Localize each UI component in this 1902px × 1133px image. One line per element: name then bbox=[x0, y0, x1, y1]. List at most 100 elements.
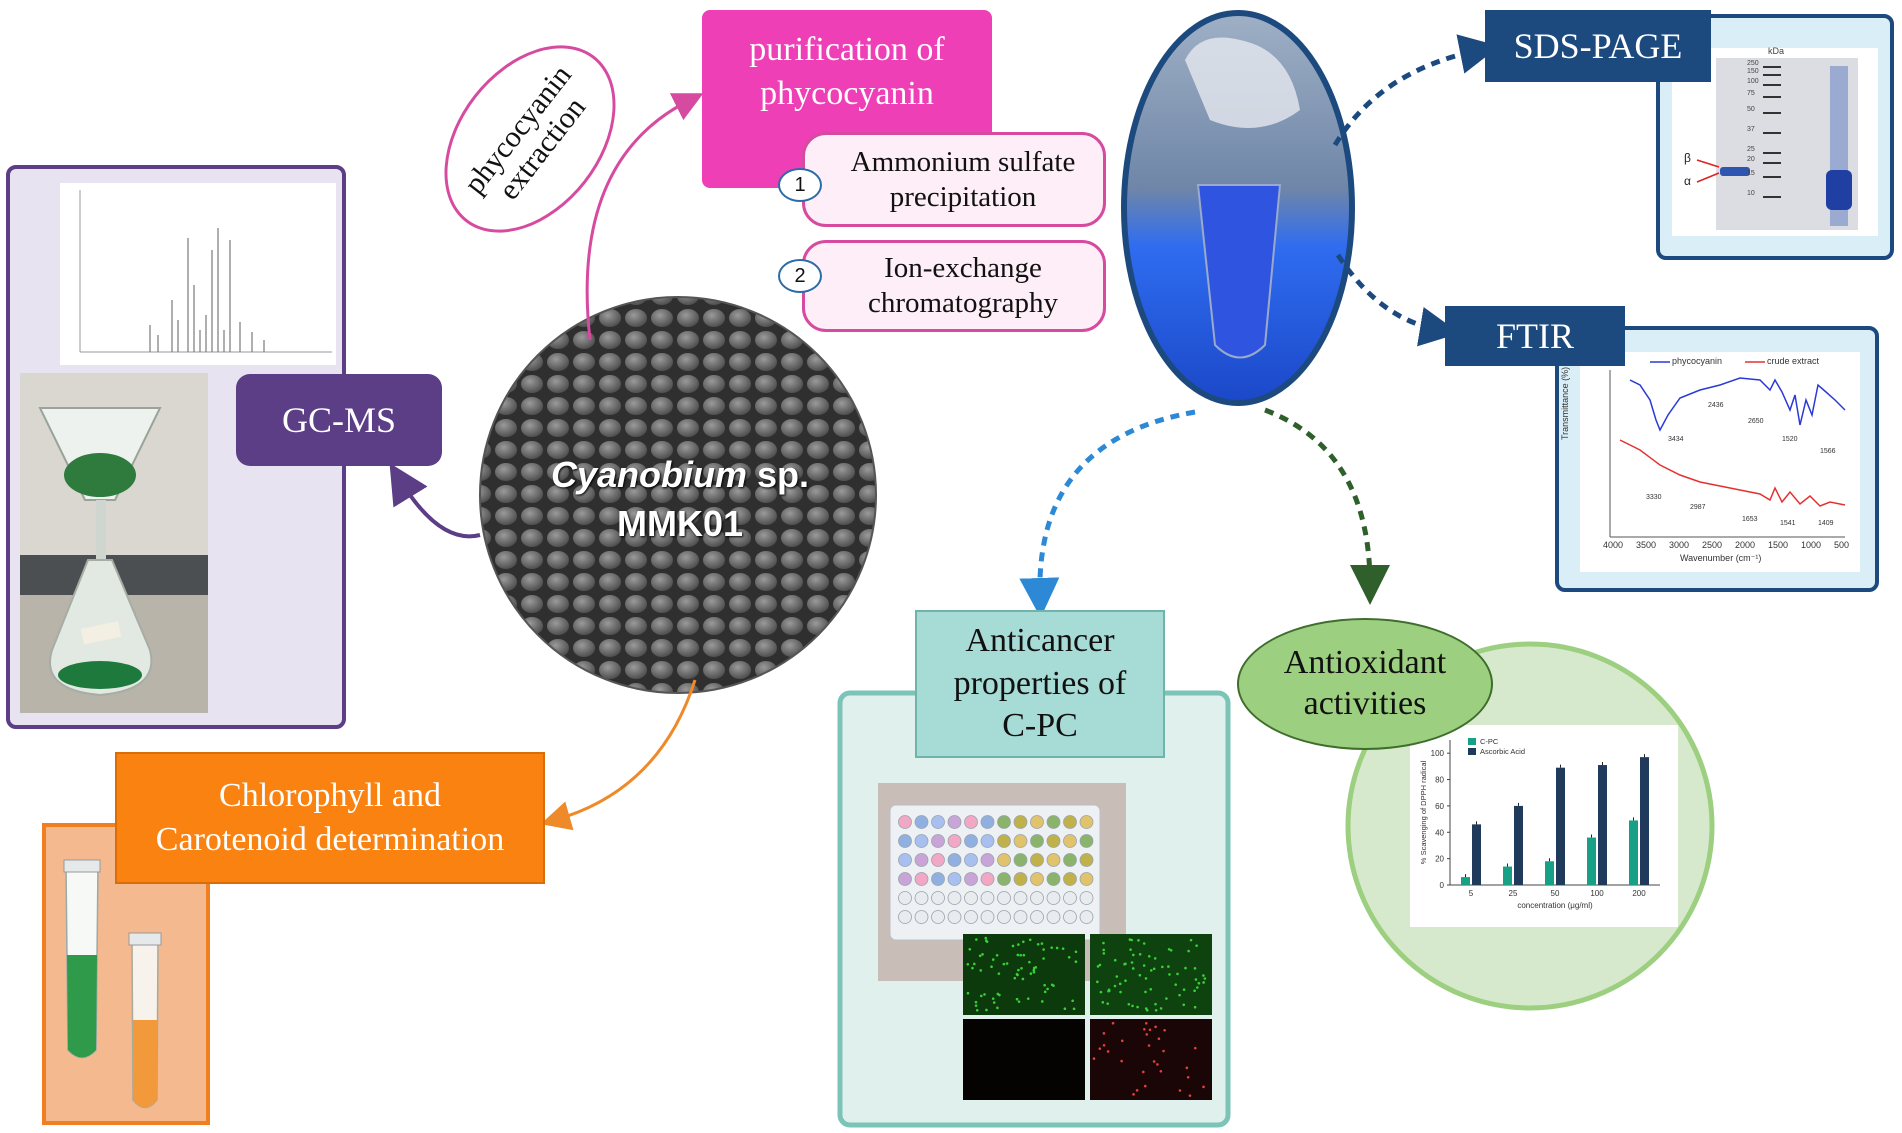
plate-well bbox=[1079, 910, 1094, 924]
step-1-box: Ammonium sulfate precipitation bbox=[802, 132, 1106, 227]
cell-dot bbox=[1135, 1089, 1139, 1092]
cell-dot bbox=[1130, 938, 1133, 942]
ftir-xtick: 2000 bbox=[1735, 540, 1756, 550]
cell-dot bbox=[1187, 949, 1190, 953]
cell-dot bbox=[1159, 1069, 1163, 1073]
plate-well bbox=[914, 872, 929, 886]
cell-dot bbox=[1028, 960, 1031, 964]
plate-well bbox=[947, 891, 962, 905]
x-tick-label: 100 bbox=[1590, 889, 1604, 898]
marker-lane bbox=[1763, 66, 1781, 198]
anticancer-label: Anticancer properties of C-PC bbox=[915, 610, 1165, 758]
plate-well bbox=[964, 815, 978, 829]
cell-dot bbox=[1154, 1008, 1158, 1012]
cell-dot bbox=[1143, 1084, 1147, 1088]
ftir-label: FTIR bbox=[1445, 306, 1625, 366]
sds-marker-50: 50 bbox=[1747, 106, 1755, 113]
cell-dot bbox=[1043, 983, 1046, 987]
plate-well bbox=[1079, 853, 1094, 867]
plate-well bbox=[898, 910, 912, 924]
sds-label: SDS-PAGE bbox=[1485, 10, 1711, 82]
purification-line1: purification of bbox=[749, 31, 945, 68]
cell-dot bbox=[1021, 977, 1025, 981]
x-tick-label: 5 bbox=[1469, 889, 1474, 898]
plate-well bbox=[1030, 815, 1044, 829]
chromatogram-peaks bbox=[149, 228, 265, 352]
x-tick-label: 200 bbox=[1632, 889, 1646, 898]
cell-dot bbox=[1196, 986, 1199, 989]
plate-well bbox=[1030, 891, 1044, 905]
cell-dot bbox=[1042, 948, 1045, 951]
cell-dot bbox=[1013, 976, 1017, 980]
cell-dot bbox=[978, 954, 982, 958]
plate-well bbox=[964, 834, 978, 848]
cell-dot bbox=[1184, 966, 1187, 970]
cell-dot bbox=[1162, 1049, 1165, 1053]
cell-dot bbox=[974, 1004, 978, 1007]
plate-well bbox=[980, 891, 995, 905]
arrow-to-ftir bbox=[1335, 253, 1460, 347]
pigment-line2: Carotenoid determination bbox=[155, 821, 505, 858]
plate-well bbox=[1013, 853, 1028, 867]
plate-well bbox=[931, 872, 945, 886]
sds-marker-20: 20 bbox=[1747, 156, 1755, 163]
cell-dot bbox=[1129, 948, 1132, 951]
center-organism-label: Cyanobium sp. MMK01 bbox=[520, 445, 840, 555]
plate-well bbox=[914, 853, 929, 867]
y-tick-label: 0 bbox=[1440, 881, 1445, 890]
plate-well bbox=[931, 910, 945, 924]
ftir-crude-curve bbox=[1619, 439, 1846, 507]
plate-well bbox=[931, 815, 945, 829]
cell-dot bbox=[1138, 973, 1142, 977]
cell-dot bbox=[971, 966, 974, 970]
cell-dot bbox=[1043, 990, 1047, 994]
cell-dot bbox=[984, 936, 988, 940]
cell-dots bbox=[966, 936, 1207, 1097]
sds-marker-250: 250 bbox=[1747, 60, 1759, 67]
ftir-peak-bottom: 1409 bbox=[1818, 520, 1834, 527]
cell-dot bbox=[1022, 940, 1025, 944]
cell-dot bbox=[979, 994, 983, 998]
cell-dot bbox=[1186, 1075, 1190, 1079]
cell-dot bbox=[990, 965, 993, 969]
cell-dot bbox=[1106, 1002, 1110, 1005]
y-tick-label: 40 bbox=[1435, 828, 1444, 837]
cell-dot bbox=[1157, 1037, 1161, 1041]
plate-well bbox=[997, 910, 1011, 924]
antioxidant-label: Antioxidant activities bbox=[1237, 618, 1493, 750]
step-1-line2: precipitation bbox=[889, 180, 1037, 213]
cell-dot bbox=[1145, 1033, 1149, 1036]
plate-well bbox=[1046, 853, 1061, 867]
cell-dot bbox=[1185, 1066, 1189, 1070]
pigment-label: Chlorophyll and Carotenoid determination bbox=[115, 752, 545, 884]
ftir-peak-top: 1520 bbox=[1782, 436, 1798, 443]
cell-dot bbox=[1020, 966, 1023, 970]
plate-well bbox=[914, 910, 929, 924]
cell-dot bbox=[1120, 1059, 1123, 1063]
plate-well bbox=[1079, 891, 1094, 905]
cell-dot bbox=[1161, 965, 1164, 969]
ftir-xtick: 500 bbox=[1834, 540, 1850, 550]
gcms-label: GC-MS bbox=[236, 374, 442, 466]
plate-well bbox=[1046, 834, 1061, 848]
cell-dot bbox=[1017, 943, 1020, 946]
cell-dot bbox=[1142, 942, 1146, 945]
cell-dot bbox=[1015, 972, 1019, 976]
bar-ascorbic-acid bbox=[1598, 765, 1607, 885]
sds-kda-label: kDa bbox=[1768, 46, 1785, 56]
cell-dot bbox=[1034, 966, 1038, 969]
cell-dot bbox=[1149, 988, 1153, 991]
cell-dot bbox=[1137, 939, 1140, 942]
cell-dot bbox=[1071, 999, 1074, 1003]
plate-well bbox=[1030, 872, 1044, 886]
plate-well bbox=[980, 872, 995, 886]
cell-dot bbox=[1138, 952, 1142, 956]
cell-dot bbox=[1067, 956, 1071, 959]
plate-well bbox=[931, 834, 945, 848]
cell-dot bbox=[974, 1000, 978, 1004]
plate-well bbox=[964, 872, 978, 886]
cell-dot bbox=[1144, 990, 1147, 994]
ftir-peak-bottom: 1541 bbox=[1780, 520, 1796, 527]
plate-well bbox=[1046, 815, 1061, 829]
bar-c-pc bbox=[1461, 877, 1470, 885]
